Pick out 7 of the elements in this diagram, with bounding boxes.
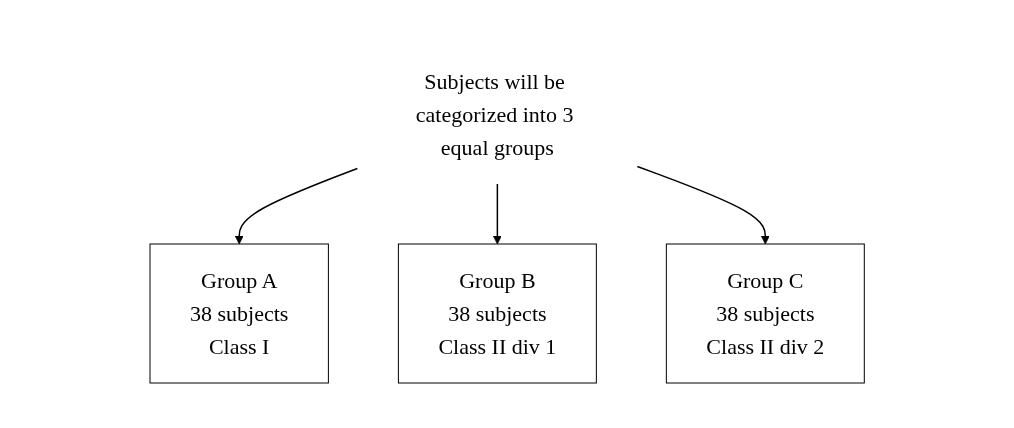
arrow [234, 167, 358, 245]
arrow [636, 165, 770, 245]
node-box: Group A 38 subjects Class I [149, 243, 329, 384]
node-text: Subjects will be categorized into 3 equal groups [415, 69, 574, 160]
node-box: Group C 38 subjects Class II div 2 [665, 243, 865, 384]
node-box: Group B 38 subjects Class II div 1 [397, 243, 597, 384]
arrow [492, 183, 502, 245]
